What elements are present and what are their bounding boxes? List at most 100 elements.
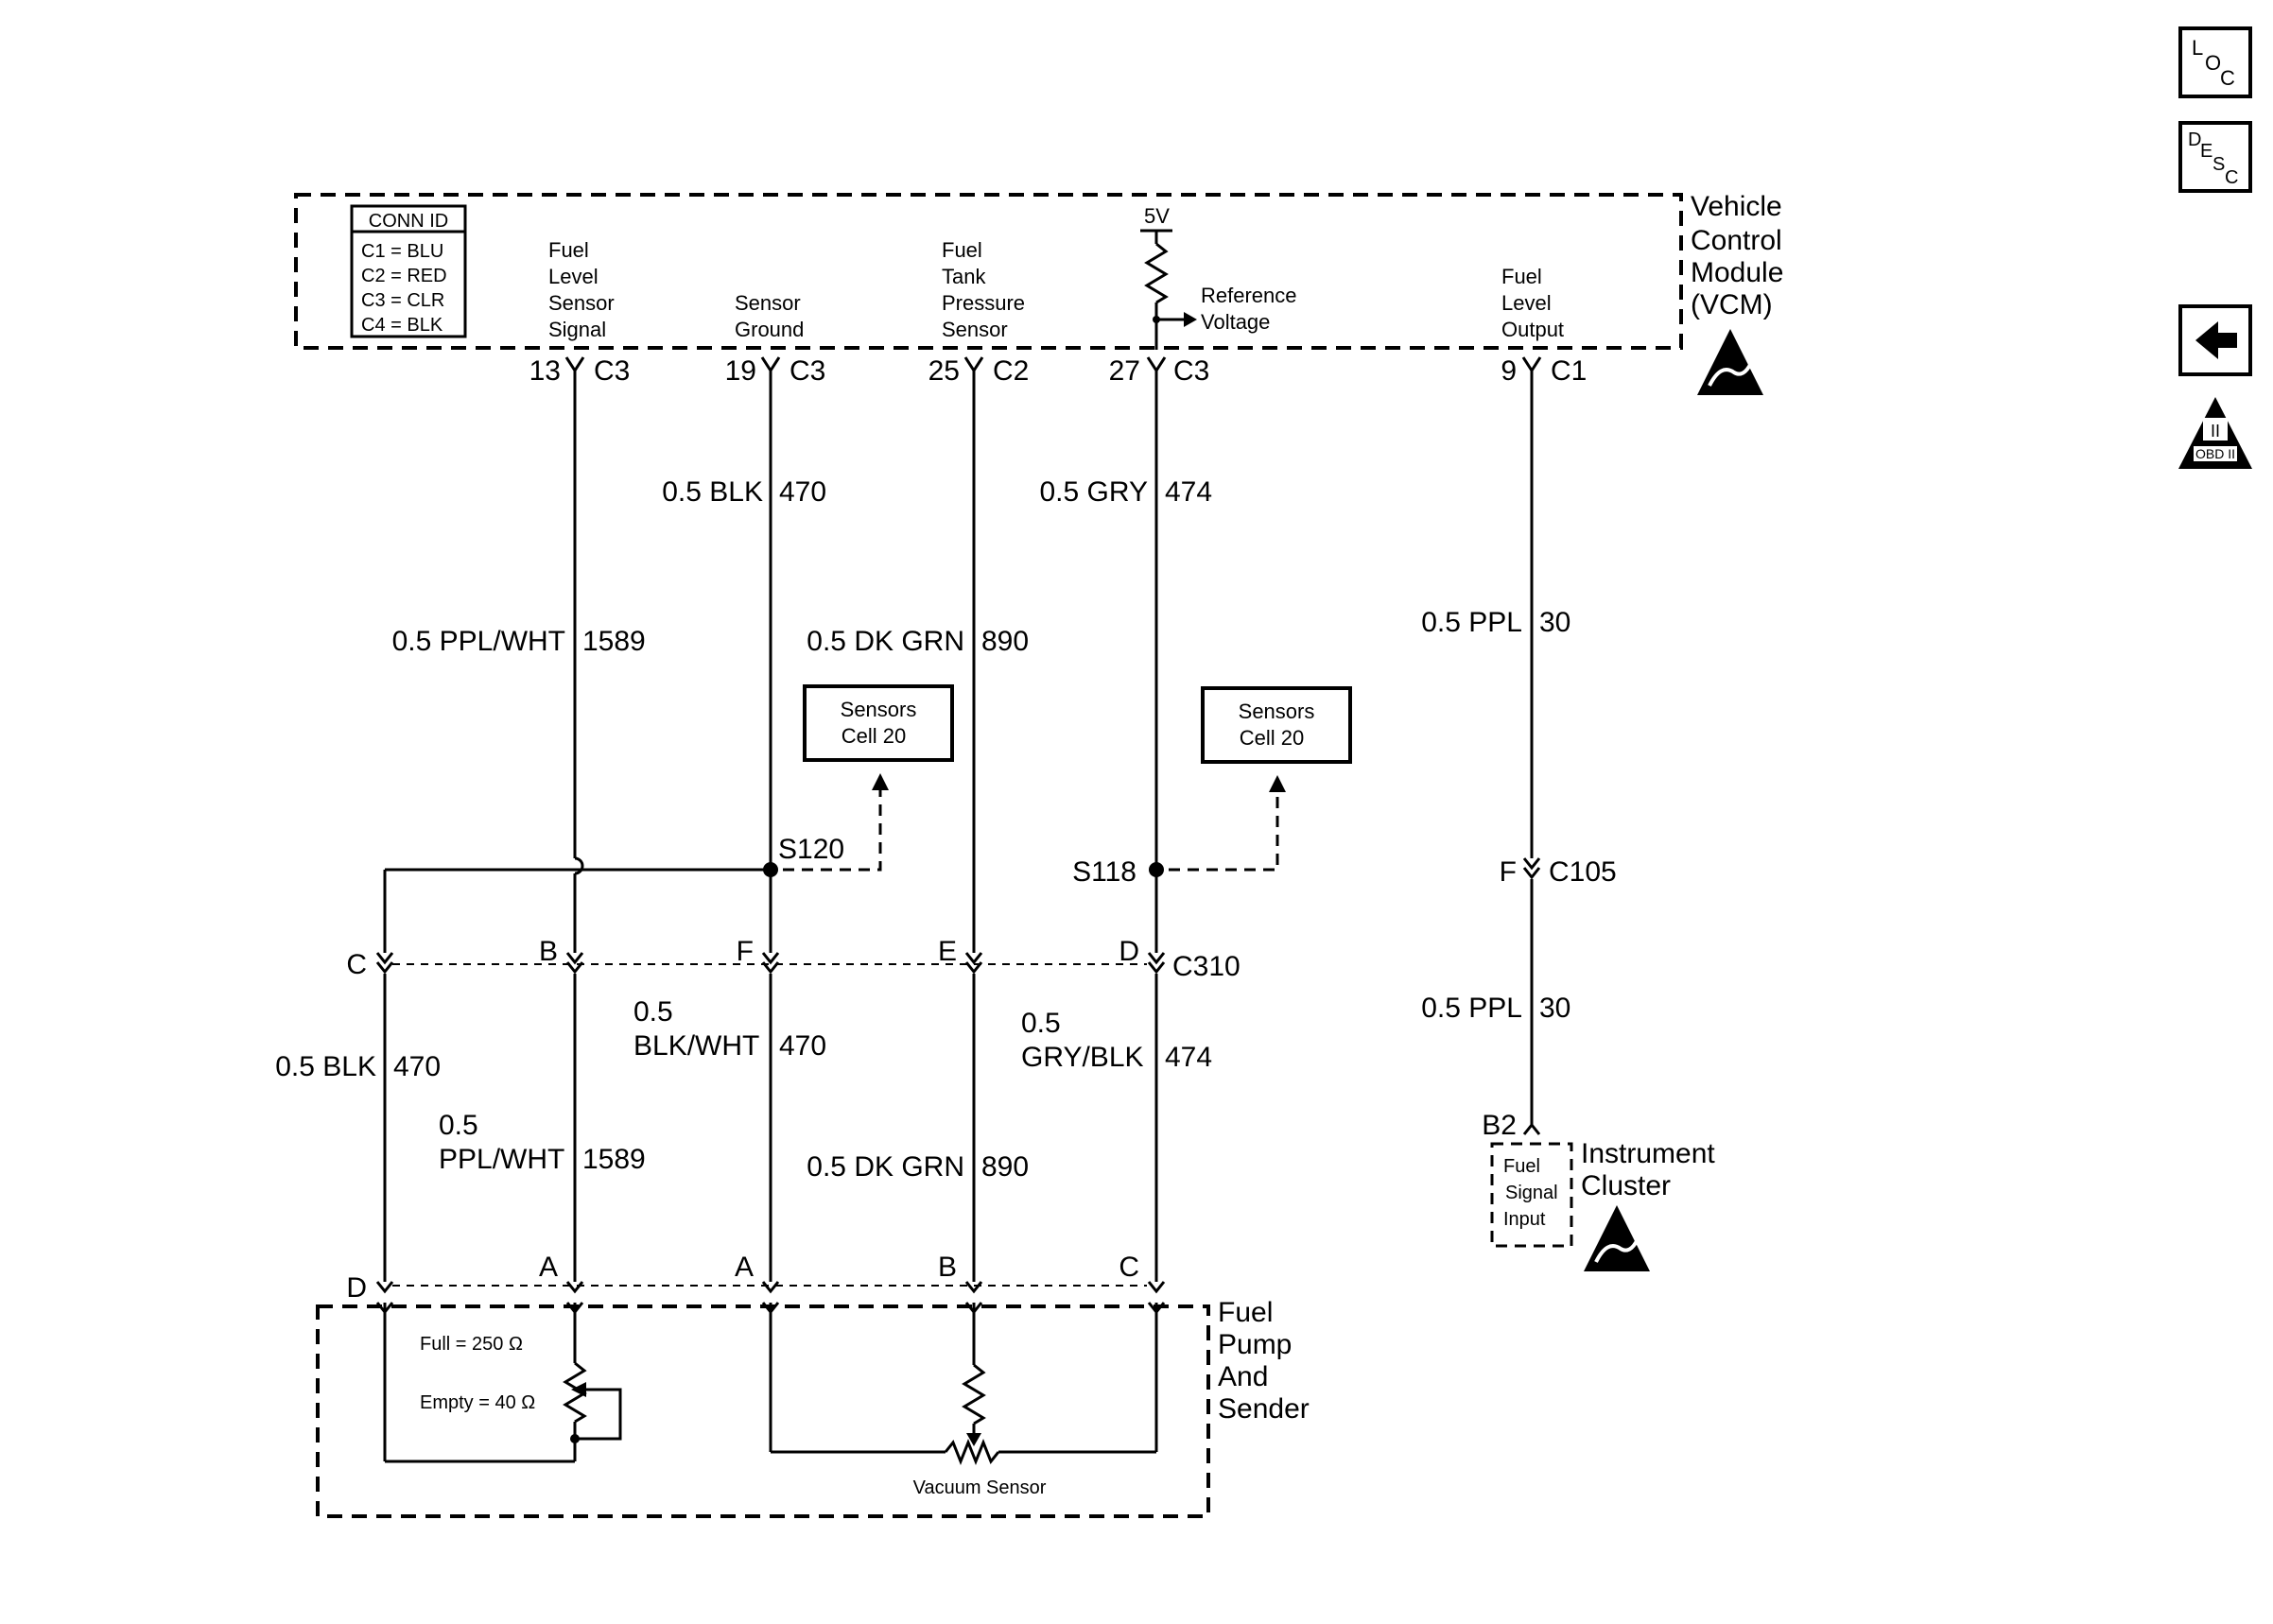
esd-warning-icon [1584,1205,1650,1271]
svg-text:Tank: Tank [942,265,986,288]
conn-id-box: CONN ID C1 = BLU C2 = RED C3 = CLR C4 = … [350,204,467,338]
sensors-cell-ref-right[interactable]: Sensors Cell 20 [1201,686,1352,764]
obd-ii-icon: II OBD II [2178,397,2252,469]
pin-27-c3: 27 C3 [1109,355,1210,387]
back-arrow-button[interactable] [2178,304,2252,376]
svg-text:1589: 1589 [582,626,646,657]
splice-s118-label: S118 [1072,856,1136,888]
svg-text:19: 19 [725,355,756,387]
wire-label-ppl-wht-upper: 0.5 PPL/WHT 1589 [392,626,646,657]
svg-text:Sender: Sender [1218,1393,1310,1425]
connector-c310: C B F E D C310 [346,936,1240,982]
svg-text:E: E [938,936,957,967]
wire-label-blk470-left: 0.5 BLK 470 [275,1051,441,1082]
svg-text:Sensors: Sensors [841,698,917,721]
svg-text:C3: C3 [789,355,825,387]
svg-text:474: 474 [1165,476,1212,508]
svg-text:0.5 DK GRN: 0.5 DK GRN [807,1151,964,1183]
conn-id-row: C2 = RED [361,266,447,286]
cluster-pin-b2: B2 [1482,1110,1517,1141]
obd-ii-button[interactable]: II OBD II [2178,397,2252,469]
connector-c310-label: C310 [1172,951,1241,982]
sensors-cell-ref-left[interactable]: Sensors Cell 20 [803,684,954,762]
svg-text:Module: Module [1691,257,1783,288]
connector-fuel-pump: D A A B C [346,1252,1166,1315]
label-fuel-level-output: Fuel Level Output [1501,265,1564,341]
wire-label-gry-blk-lower: 0.5 GRY/BLK 474 [1021,1008,1212,1073]
connector-terminals [564,356,1542,373]
svg-text:Sensors: Sensors [1239,700,1315,723]
desc-button[interactable]: D E S C [2178,121,2252,193]
svg-text:S: S [2212,154,2225,175]
wire-label-ppl-wht-lower: 0.5 PPL/WHT 1589 [439,1110,646,1175]
svg-text:470: 470 [779,1030,826,1062]
splice-s120-dot [763,862,778,877]
svg-text:Vacuum Sensor: Vacuum Sensor [913,1477,1047,1498]
svg-text:B: B [938,1252,957,1283]
label-fuel-tank-pressure-sensor: Fuel Tank Pressure Sensor [942,238,1025,341]
svg-text:BLK/WHT: BLK/WHT [633,1030,759,1062]
conn-id-row: C3 = CLR [361,290,444,311]
vacuum-sensor: Vacuum Sensor [769,1316,1158,1498]
svg-text:C: C [1119,1252,1139,1283]
svg-text:474: 474 [1165,1042,1212,1073]
vcm-title: Vehicle Control Module (VCM) [1691,191,1783,320]
label-5v: 5V [1144,204,1170,228]
svg-text:Level: Level [548,265,599,288]
svg-text:Sensor: Sensor [548,291,615,315]
svg-text:Cell 20: Cell 20 [842,724,906,748]
svg-text:And: And [1218,1361,1268,1392]
svg-text:Signal: Signal [1505,1183,1558,1203]
svg-text:A: A [539,1252,558,1283]
svg-text:0.5: 0.5 [633,996,673,1028]
wire-label-gry474-upper: 0.5 GRY 474 [1039,476,1212,508]
wire-label-dk-grn-lower: 0.5 DK GRN 890 [807,1151,1029,1183]
svg-text:890: 890 [981,626,1029,657]
conn-id-row: C1 = BLU [361,241,443,262]
wire-label-ppl30-upper: 0.5 PPL 30 [1421,607,1570,638]
svg-text:O: O [2205,51,2221,75]
conn-id-title: CONN ID [369,211,448,232]
svg-text:0.5 PPL/WHT: 0.5 PPL/WHT [392,626,565,657]
wire-label-ppl30-lower: 0.5 PPL 30 [1421,993,1570,1024]
svg-text:Voltage: Voltage [1201,310,1270,334]
svg-text:C: C [2220,66,2235,90]
svg-text:Cluster: Cluster [1581,1170,1671,1201]
splice-reference-pointers [783,773,1286,872]
label-fuel-level-sensor-signal: Fuel Level Sensor Signal [548,238,615,341]
svg-text:E: E [2200,141,2212,162]
svg-text:0.5: 0.5 [439,1110,478,1141]
svg-text:Reference: Reference [1201,284,1297,307]
svg-text:30: 30 [1539,993,1570,1024]
wire-label-blk-wht-lower: 0.5 BLK/WHT 470 [633,996,826,1062]
svg-text:27: 27 [1109,355,1140,387]
svg-text:0.5 GRY: 0.5 GRY [1039,476,1148,508]
svg-text:II: II [2211,422,2220,441]
svg-text:470: 470 [779,476,826,508]
wire-label-dk-grn-upper: 0.5 DK GRN 890 [807,626,1029,657]
svg-text:Ground: Ground [735,318,804,341]
fuel-level-sender: Full = 250 Ω Empty = 40 Ω [383,1316,622,1463]
svg-text:Control: Control [1691,225,1782,256]
label-reference-voltage: Reference Voltage [1201,284,1297,334]
svg-text:C: C [2225,167,2238,188]
svg-text:0.5: 0.5 [1021,1008,1061,1039]
svg-text:Fuel: Fuel [942,238,982,262]
svg-text:D: D [346,1272,367,1304]
svg-text:9: 9 [1501,355,1517,387]
svg-text:Pressure: Pressure [942,291,1025,315]
svg-text:Output: Output [1501,318,1564,341]
svg-text:890: 890 [981,1151,1029,1183]
svg-text:PPL/WHT: PPL/WHT [439,1144,564,1175]
svg-text:Sensor: Sensor [942,318,1008,341]
conn-id-row: C4 = BLK [361,315,443,336]
esd-warning-icon [1697,329,1763,395]
svg-text:Vehicle: Vehicle [1691,191,1782,222]
loc-button[interactable]: L O C [2178,26,2252,98]
svg-text:Input: Input [1503,1209,1546,1230]
svg-text:0.5 DK GRN: 0.5 DK GRN [807,626,964,657]
label-sensor-ground: Sensor Ground [735,291,804,341]
svg-text:13: 13 [529,355,561,387]
svg-text:C2: C2 [993,355,1029,387]
